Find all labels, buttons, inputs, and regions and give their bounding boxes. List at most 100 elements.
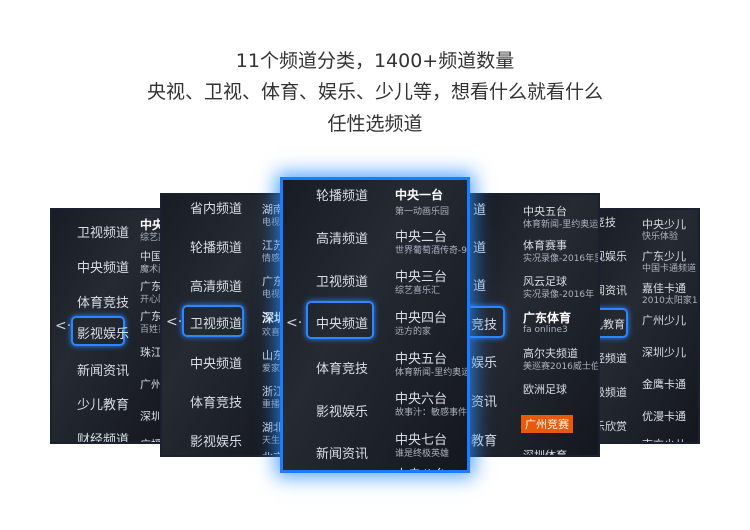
channel-item[interactable]: 中央二台 (395, 230, 448, 245)
channel-item[interactable]: 中央五台 (395, 352, 448, 367)
channel-item[interactable]: 中央六台 (395, 392, 448, 407)
category-item[interactable]: 体育竞技 (77, 296, 130, 311)
panel-background (590, 210, 698, 442)
panel-5-screen: 竞技 视娱乐 闻资讯 儿教育 经频道 级频道 乐欣赏 中央少儿 快乐体验 广东少… (588, 208, 700, 444)
channel-item[interactable]: 湖南 (262, 203, 284, 216)
channel-item[interactable]: 广东体育 (523, 311, 572, 325)
channel-program: 中国卡通频道《疯狂 (642, 264, 698, 274)
channel-item[interactable]: 风云足球 (523, 275, 567, 288)
category-item[interactable]: 闻资讯 (594, 284, 627, 297)
channel-item[interactable]: 中央四台 (395, 311, 448, 326)
channel-program: 魔术门 (140, 265, 168, 275)
channel-item[interactable]: 欧洲足球 (523, 383, 567, 396)
headline-line-2: 央视、卫视、体育、娱乐、少儿等，想看什么就看什么 (146, 81, 603, 103)
channel-item[interactable]: 高尔夫频道 (523, 347, 578, 360)
category-focus-highlight (306, 301, 374, 339)
channel-item[interactable]: 中央一台 (395, 188, 444, 202)
panel-background (162, 195, 298, 455)
channel-item[interactable]: 浙江 (262, 385, 284, 398)
channel-item[interactable]: 广州少儿 (642, 314, 686, 327)
channel-item[interactable]: 优漫卡通 (642, 410, 686, 423)
category-item[interactable]: 卫视频道 (77, 226, 130, 241)
channel-item[interactable]: 中央三台 (395, 270, 448, 285)
channel-item[interactable]: 体育赛事 (523, 239, 567, 252)
channel-item[interactable]: 中央 (140, 218, 165, 232)
channel-program: 谁是终极英雄 (395, 449, 450, 459)
category-item[interactable]: 道 (473, 241, 487, 256)
category-item[interactable]: 卫视频道 (316, 275, 369, 290)
channel-badge[interactable]: 广州竞赛 (521, 415, 573, 433)
channel-item[interactable]: 中央五台 (523, 205, 567, 218)
back-arrow-icon[interactable]: <· (55, 318, 72, 334)
channel-item[interactable]: 深圳 (140, 410, 162, 423)
channel-item[interactable]: 广播 (140, 436, 162, 442)
channel-item[interactable]: 江苏 (262, 239, 284, 252)
back-arrow-icon[interactable]: <· (286, 315, 303, 331)
category-item[interactable]: 级频道 (594, 386, 627, 399)
category-item[interactable]: 中央频道 (190, 357, 243, 372)
category-item[interactable]: 经频道 (594, 352, 627, 365)
channel-item[interactable]: 广东 (140, 310, 162, 323)
category-item[interactable]: 高清频道 (316, 232, 369, 247)
channel-item[interactable]: 南方少儿 (642, 436, 686, 442)
category-item[interactable]: 教育 (471, 434, 498, 449)
category-item[interactable]: 影视娱乐 (190, 435, 243, 450)
category-item[interactable]: 轮播频道 (190, 241, 243, 256)
category-item[interactable]: 娱乐 (471, 356, 498, 371)
category-item[interactable]: 高清频道 (190, 280, 243, 295)
category-focus-highlight (182, 305, 244, 337)
channel-item[interactable]: 金鹰卡通 (642, 378, 686, 391)
channel-program: 远方的家 (395, 327, 432, 337)
channel-item[interactable]: 广州 (140, 378, 162, 391)
category-focus-highlight (71, 316, 125, 346)
headline-line-3: 任性选频道 (327, 113, 423, 135)
category-item[interactable]: 少儿教育 (77, 398, 130, 413)
channel-item[interactable]: 中央八台 (395, 464, 447, 470)
headline-line-1: 11个频道分类，1400+频道数量 (235, 50, 515, 72)
category-item[interactable]: 中央频道 (77, 261, 130, 276)
channel-item[interactable]: 广东少儿 (642, 250, 686, 263)
channel-program: 爱家纲 (262, 364, 290, 374)
category-item-selected[interactable]: 中央频道 (316, 317, 369, 332)
panel-1-screen: <· 卫视频道 中央频道 体育竞技 影视娱乐 新闻资讯 少儿教育 财经频道 中央… (50, 208, 170, 444)
channel-item[interactable]: 广东 (262, 275, 284, 288)
category-item[interactable]: 道 (473, 279, 487, 294)
channel-program: 快乐体验 (642, 232, 679, 242)
channel-item[interactable]: 中国 (140, 250, 162, 263)
category-item[interactable]: 资讯 (471, 395, 498, 410)
category-item[interactable]: 财经频道 (77, 433, 130, 444)
channel-program: 天生我 (262, 436, 290, 446)
category-item[interactable]: 轮播频道 (316, 189, 369, 204)
channel-program: 体育新闻-里约奥运会 (523, 220, 600, 230)
channel-item[interactable]: 深圳体育 (523, 449, 567, 457)
category-item-selected[interactable]: 影视娱乐 (77, 327, 130, 342)
category-item[interactable]: 体育竞技 (316, 362, 369, 377)
category-item[interactable]: 道 (473, 203, 487, 218)
channel-item[interactable]: 中央七台 (395, 433, 448, 448)
category-item-selected[interactable]: 竞技 (471, 318, 498, 333)
category-item[interactable]: 影视娱乐 (316, 405, 369, 420)
category-item[interactable]: 视娱乐 (594, 250, 627, 263)
channel-program: fa online3 (523, 325, 568, 335)
panel-background (283, 180, 467, 470)
category-item[interactable]: 乐欣赏 (594, 420, 627, 433)
channel-item[interactable]: 广东 (140, 280, 162, 293)
category-focus-highlight (590, 308, 628, 338)
channel-program: 情感频 (262, 254, 290, 264)
category-item[interactable]: 体育竞技 (190, 396, 243, 411)
channel-item[interactable]: 深圳少儿 (642, 346, 686, 359)
category-item-selected[interactable]: 卫视频道 (190, 317, 243, 332)
channel-item[interactable]: 山东 (262, 349, 284, 362)
channel-item[interactable]: 中央少儿 (642, 218, 686, 231)
back-arrow-icon[interactable]: <· (166, 314, 183, 330)
channel-program: 故事汁：敏感事件 (395, 408, 468, 418)
channel-item[interactable]: 北京 (262, 449, 284, 455)
category-item[interactable]: 新闻资讯 (77, 364, 130, 379)
channel-item[interactable]: 珠江 (140, 346, 162, 359)
category-item[interactable]: 省内频道 (190, 202, 243, 217)
category-item-selected[interactable]: 儿教育 (592, 318, 625, 331)
channel-program: 综艺嘉 (140, 233, 168, 243)
category-item[interactable]: 新闻资讯 (316, 447, 369, 462)
channel-item[interactable]: 嘉佳卡通 (642, 282, 686, 295)
channel-item[interactable]: 湖北 (262, 421, 284, 434)
